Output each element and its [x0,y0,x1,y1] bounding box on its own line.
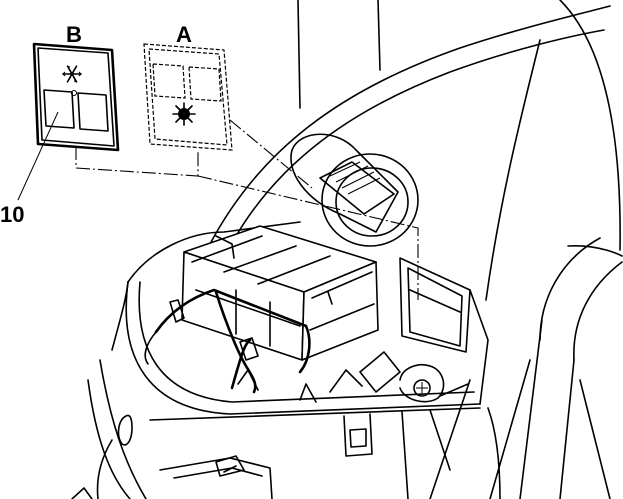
label-10: 10 [0,202,24,227]
callout-10-leader [17,111,59,201]
sun-icon [172,102,196,126]
filter-b [32,42,120,152]
wire-frame [144,288,311,394]
label-a: A [176,22,192,47]
filter-box [181,225,379,361]
snowflake-icon [62,65,82,83]
front-fairing [71,281,501,499]
vehicle-body [209,0,623,499]
filter-a [143,43,233,151]
round-housing [290,133,419,247]
label-b: B [66,22,82,47]
compartment [125,221,489,415]
installation-guide-lines [75,119,419,300]
